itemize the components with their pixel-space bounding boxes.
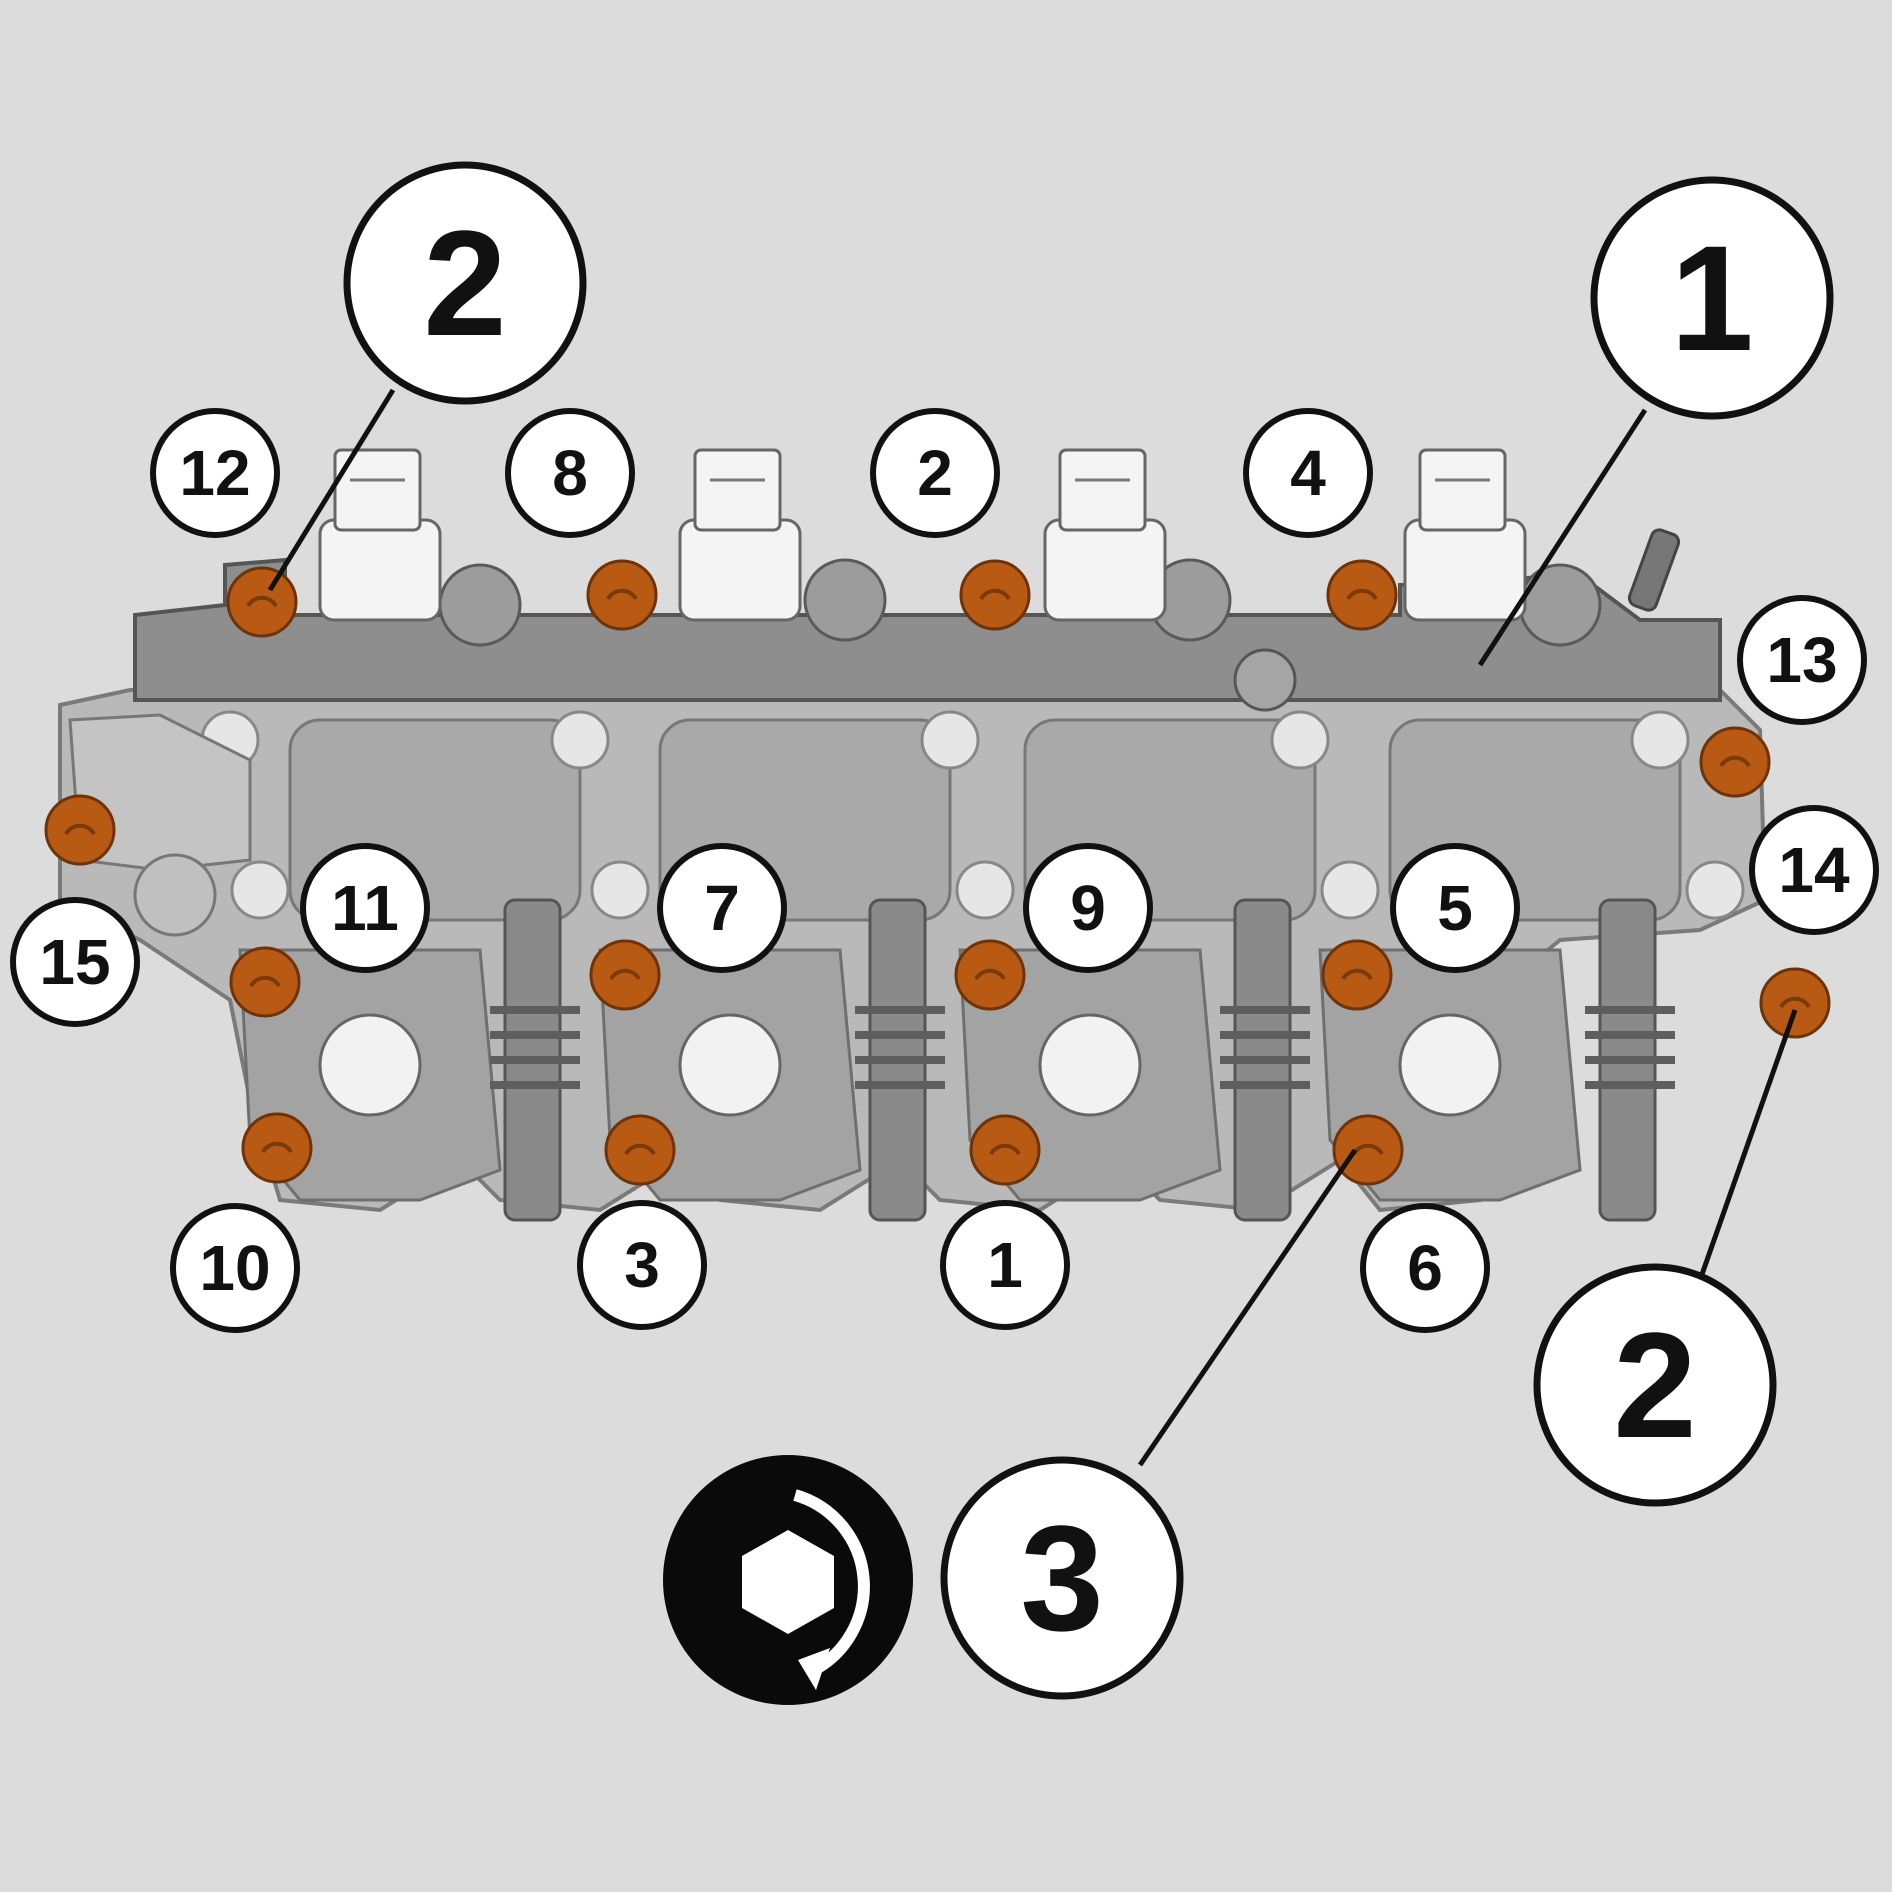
bolt-6	[44, 794, 116, 866]
bolt-3	[959, 559, 1031, 631]
leader-line-item-1	[1477, 408, 1648, 667]
bolt-sequence-callouts: 12 8 2 4 13 14 11 7	[10, 408, 1879, 1333]
bolt-12	[241, 1112, 313, 1184]
seq-1-callout: 1	[940, 1200, 1070, 1330]
leader-line-item-2-left	[267, 388, 396, 592]
seq-9-label: 9	[1070, 872, 1106, 944]
seq-6-label: 6	[1407, 1232, 1443, 1304]
seq-10-callout: 10	[170, 1203, 300, 1333]
solenoid-rail	[133, 448, 1722, 712]
seq-3-label: 3	[624, 1229, 660, 1301]
torque-hex-icon	[663, 1455, 913, 1705]
item-2-left-label: 2	[423, 199, 506, 367]
leader-line-item-3	[1137, 1148, 1358, 1467]
seq-6-callout: 6	[1360, 1203, 1490, 1333]
seq-9-callout: 9	[1023, 843, 1153, 973]
seq-15-callout: 15	[10, 897, 140, 1027]
bolt-13	[604, 1114, 676, 1186]
bolt-9	[954, 939, 1026, 1011]
bolt-5	[1699, 726, 1771, 798]
seq-15-label: 15	[39, 926, 110, 998]
seq-13-label: 13	[1766, 624, 1837, 696]
leader-lines	[267, 388, 1798, 1467]
bolt-8	[589, 939, 661, 1011]
seq-14-label: 14	[1778, 834, 1850, 906]
bolt-15	[1332, 1114, 1404, 1186]
seq-2-callout: 2	[870, 408, 1000, 538]
item-1-callout: 1	[1590, 176, 1834, 420]
seq-8-callout: 8	[505, 408, 635, 538]
cylinder-head-casting	[58, 688, 1768, 1222]
seq-8-label: 8	[552, 437, 588, 509]
seq-5-label: 5	[1437, 872, 1473, 944]
item-3-label: 3	[1020, 1494, 1103, 1662]
seq-11-label: 11	[331, 872, 399, 944]
seq-11-callout: 11	[300, 843, 430, 973]
seq-1-label: 1	[987, 1229, 1023, 1301]
bolt-4	[1326, 559, 1398, 631]
bolt-14	[969, 1114, 1041, 1186]
item-1-label: 1	[1670, 214, 1753, 382]
item-2-right-callout: 2	[1533, 1263, 1777, 1507]
leader-line-item-2-right	[1697, 1009, 1798, 1281]
seq-7-label: 7	[704, 872, 740, 944]
seq-4-label: 4	[1290, 437, 1326, 509]
component-callouts: 2 1 2 3	[343, 161, 1834, 1700]
item-2-left-callout: 2	[343, 161, 587, 405]
seq-7-callout: 7	[657, 843, 787, 973]
bolt-2	[586, 559, 658, 631]
seq-12-label: 12	[179, 437, 250, 509]
seq-5-callout: 5	[1390, 843, 1520, 973]
bolt-7	[229, 946, 301, 1018]
item-2-right-label: 2	[1613, 1301, 1696, 1469]
orange-bolts	[44, 559, 1831, 1186]
seq-12-callout: 12	[150, 408, 280, 538]
seq-3-callout: 3	[577, 1200, 707, 1330]
seq-14-callout: 14	[1749, 805, 1879, 935]
seq-13-callout: 13	[1737, 595, 1867, 725]
bolt-1	[226, 566, 298, 638]
seq-2-label: 2	[917, 437, 953, 509]
item-3-callout: 3	[940, 1456, 1184, 1700]
solenoid-valves	[318, 448, 1527, 622]
bolt-10	[1321, 939, 1393, 1011]
seq-10-label: 10	[199, 1232, 270, 1304]
bolt-11	[1759, 967, 1831, 1039]
seq-4-callout: 4	[1243, 408, 1373, 538]
